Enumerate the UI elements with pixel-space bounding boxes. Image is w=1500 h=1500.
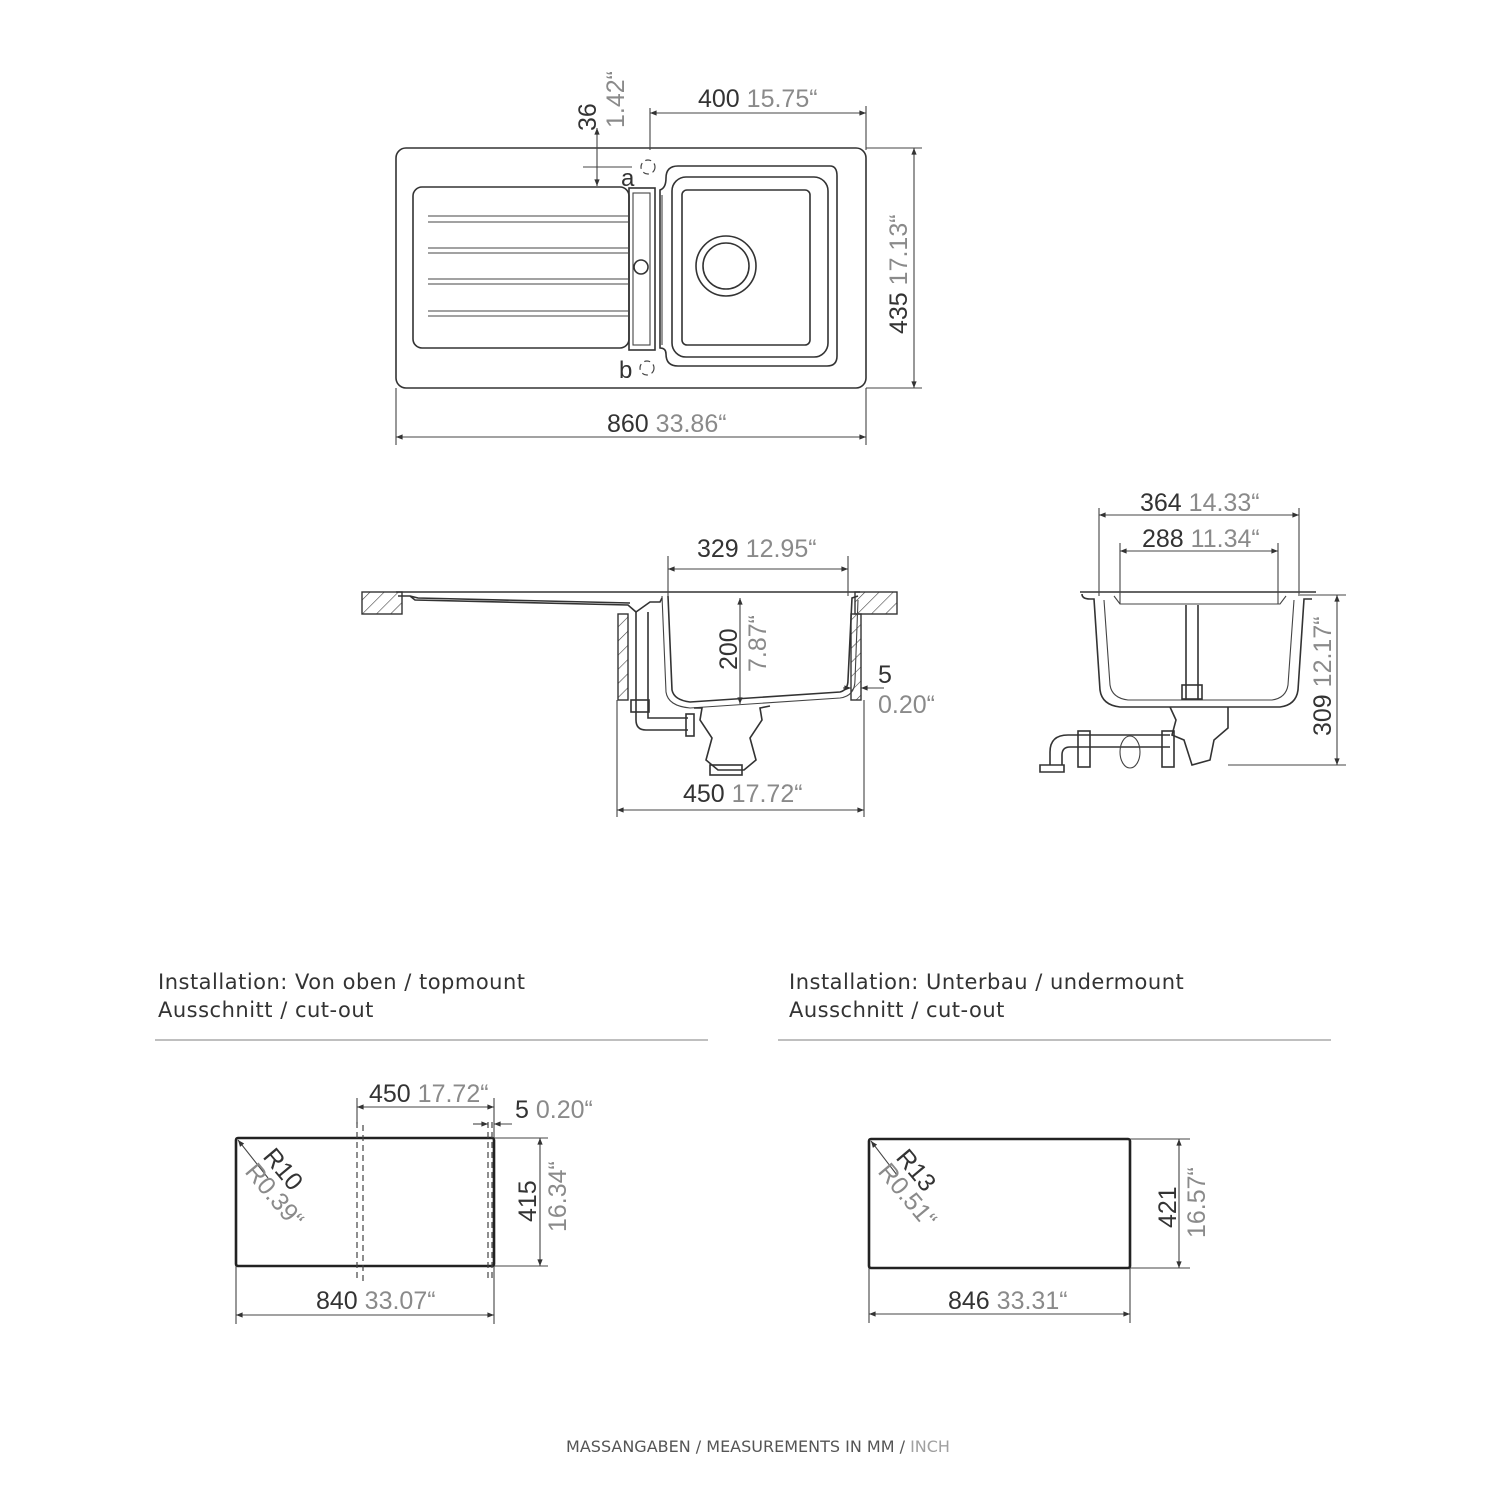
dim-bowl-depth-inch: 7.87“ bbox=[744, 615, 772, 672]
dim-height-mm: 421 bbox=[1154, 1186, 1182, 1228]
topmount-subtitle: Ausschnitt / cut-out bbox=[158, 998, 374, 1022]
top-view: a b 400 15.75“ 36 1.42“ 435 17.13“ 860 3… bbox=[395, 71, 922, 445]
dim-height-inch: 16.57“ bbox=[1183, 1167, 1211, 1238]
undermount-title: Installation: Unterbau / undermount bbox=[789, 970, 1184, 994]
dim-inner-width: 288 11.34“ bbox=[1142, 525, 1260, 553]
dim-gap-inch: 0.20“ bbox=[878, 691, 935, 719]
end-view: 364 14.33“ 288 11.34“ 309 12.17“ bbox=[1039, 489, 1346, 773]
countertop-left bbox=[361, 591, 403, 615]
dim-height: 435 17.13“ bbox=[885, 214, 913, 334]
dim-edge-mm: 36 bbox=[574, 103, 602, 131]
waste-pipe bbox=[1039, 734, 1170, 773]
drain-trap bbox=[694, 705, 771, 771]
undermount-section: Installation: Unterbau / undermount Auss… bbox=[778, 970, 1331, 1323]
drain-trap bbox=[1169, 706, 1229, 766]
bowl-section bbox=[1080, 591, 1316, 708]
tap-hole-b-label: b bbox=[619, 357, 632, 384]
dim-height-inch: 16.34“ bbox=[544, 1161, 572, 1232]
cutout-topmount bbox=[234, 1136, 496, 1268]
dim-width: 846 33.31“ bbox=[948, 1287, 1068, 1315]
bowl-rim bbox=[659, 165, 838, 367]
dim-bowl-width: 329 12.95“ bbox=[697, 535, 817, 563]
bowl-section bbox=[667, 595, 859, 703]
drain-inner bbox=[702, 242, 750, 290]
dim-bowl-depth-mm: 200 bbox=[715, 628, 743, 670]
overflow-tube bbox=[1185, 605, 1199, 700]
side-view: 329 12.95“ 200 7.87“ 5 0.20“ 450 17.72“ bbox=[361, 535, 935, 817]
drainer-area bbox=[412, 186, 630, 349]
dim-bowl-offset: 400 15.75“ bbox=[698, 85, 818, 113]
units-footer: MASSANGABEN / MEASUREMENTS IN MM / INCH bbox=[566, 1437, 950, 1456]
dim-cabinet: 450 17.72“ bbox=[683, 780, 803, 808]
topmount-section: Installation: Von oben / topmount Aussch… bbox=[155, 970, 708, 1324]
dim-total-depth: 309 12.17“ bbox=[1309, 616, 1337, 736]
dim-cabinet: 450 17.72“ bbox=[369, 1080, 489, 1108]
drainer-grooves bbox=[428, 215, 628, 317]
topmount-title: Installation: Von oben / topmount bbox=[158, 970, 526, 994]
undermount-subtitle: Ausschnitt / cut-out bbox=[789, 998, 1005, 1022]
countertop-right bbox=[854, 591, 898, 615]
overflow-slot bbox=[628, 187, 656, 351]
tap-hole-a-icon bbox=[640, 159, 656, 175]
cutout-undermount bbox=[867, 1137, 1132, 1270]
tap-hole-a-label: a bbox=[621, 165, 635, 192]
dim-width: 840 33.07“ bbox=[316, 1287, 436, 1315]
bowl bbox=[671, 176, 829, 358]
dim-width: 860 33.86“ bbox=[607, 410, 727, 438]
dim-height-mm: 415 bbox=[514, 1180, 542, 1222]
dim-edge-inch: 1.42“ bbox=[602, 71, 630, 128]
drain-outer bbox=[695, 235, 757, 297]
dim-gap: 5 0.20“ bbox=[515, 1096, 593, 1124]
sink-outline bbox=[395, 147, 867, 389]
overflow-hole bbox=[633, 259, 649, 275]
dim-gap-mm: 5 bbox=[878, 661, 892, 689]
tap-hole-b-icon bbox=[639, 360, 655, 376]
cabinet-wall-left bbox=[617, 613, 629, 701]
dim-outer-width: 364 14.33“ bbox=[1140, 489, 1260, 517]
overflow-pipe bbox=[635, 612, 688, 731]
